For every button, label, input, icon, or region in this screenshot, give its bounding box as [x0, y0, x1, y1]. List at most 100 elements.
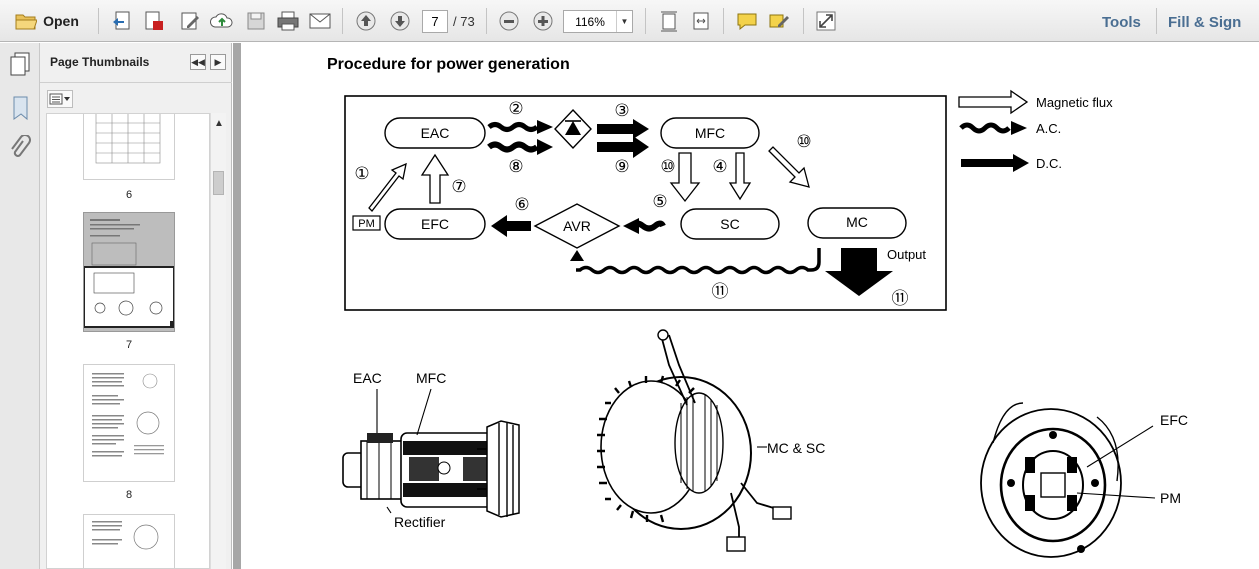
- efc-block-label: EFC: [421, 216, 449, 232]
- page-number-input[interactable]: 7: [422, 10, 448, 33]
- ac-flow-mc-to-avr: [576, 248, 821, 275]
- thumbnail-list: 6 7 8: [46, 113, 210, 569]
- label-rectifier: Rectifier: [394, 514, 446, 530]
- create-pdf-icon: [113, 11, 130, 30]
- separator: [803, 8, 804, 34]
- separator: [342, 8, 343, 34]
- legend-dc: D.C.: [1036, 156, 1062, 171]
- diode-symbol: [565, 121, 581, 135]
- page-down-icon: [390, 11, 410, 31]
- highlight-button[interactable]: [765, 8, 793, 34]
- page-thumbnails-panel: Page Thumbnails ◀◀ ▶ 6: [40, 43, 232, 569]
- fit-page-button[interactable]: [655, 8, 683, 34]
- zoom-in-button[interactable]: [529, 8, 557, 34]
- previous-page-button[interactable]: [352, 8, 380, 34]
- dc-flow-avr-to-efc: [491, 215, 531, 237]
- efc-block: [384, 208, 486, 240]
- step-3: ③: [614, 101, 629, 120]
- open-button[interactable]: Open: [8, 8, 86, 34]
- panel-splitter[interactable]: [233, 43, 241, 569]
- step-11-bottom: ⑪: [712, 282, 729, 301]
- flux-mfc-to-sc: [669, 152, 701, 203]
- step-2: ②: [508, 99, 523, 118]
- page-up-icon: [356, 11, 376, 31]
- step-10-left: ⑩: [660, 157, 675, 176]
- print-button[interactable]: [274, 8, 302, 34]
- email-button[interactable]: [306, 8, 334, 34]
- zoom-level-select[interactable]: 116%▼: [563, 10, 633, 33]
- export-pdf-icon: [145, 11, 163, 30]
- magnetic-flux-arrow-sample: [958, 89, 1029, 115]
- separator: [486, 8, 487, 34]
- main-toolbar: Open 7 / 73 116%▼ Tools Fill & Sign: [0, 0, 1259, 42]
- mc-block: [807, 207, 907, 239]
- folder-icon: [15, 14, 38, 30]
- mc-block-label: MC: [846, 214, 868, 230]
- label-eac: EAC: [353, 370, 382, 386]
- panel-options-arrow-button[interactable]: ▶: [210, 54, 226, 70]
- output-arrow: [825, 248, 893, 296]
- fill-sign-link[interactable]: Fill & Sign: [1168, 14, 1242, 31]
- edit-icon: [181, 12, 199, 30]
- page-9-preview: [92, 521, 159, 550]
- thumbnail-label: 8: [125, 489, 133, 501]
- comment-button[interactable]: [733, 8, 761, 34]
- pm-block: [352, 215, 381, 231]
- next-page-button[interactable]: [386, 8, 414, 34]
- step-5: ⑤: [652, 192, 667, 211]
- thumbnail-label: 6: [125, 189, 133, 201]
- chevron-down-icon: ▼: [616, 11, 632, 32]
- fit-page-icon: [661, 11, 677, 32]
- zoom-in-icon: [533, 11, 553, 31]
- thumbnail-scrollbar[interactable]: ▲: [210, 113, 226, 569]
- expand-button[interactable]: [812, 8, 840, 34]
- flux-mfc-to-sc-right: [728, 152, 752, 201]
- thumbnail-page-7[interactable]: [83, 212, 175, 332]
- tools-link[interactable]: Tools: [1102, 14, 1141, 31]
- collapse-panel-button[interactable]: ◀◀: [190, 54, 206, 70]
- print-icon: [277, 11, 299, 31]
- thumbnail-page-6[interactable]: [83, 114, 175, 180]
- thumbnail-page-9[interactable]: [83, 514, 175, 568]
- ac-arrow-sample: [959, 122, 1011, 134]
- attachments-nav-button[interactable]: [9, 134, 31, 168]
- export-pdf-button[interactable]: [140, 8, 168, 34]
- thumbnail-options-button[interactable]: [47, 90, 73, 108]
- label-mfc: MFC: [416, 370, 446, 386]
- scrollbar-thumb[interactable]: [213, 171, 224, 195]
- thumbnail-page-8[interactable]: [83, 364, 175, 482]
- save-button[interactable]: [242, 8, 270, 34]
- document-page: Procedure for power generation Magnetic …: [241, 43, 1259, 569]
- fit-width-button[interactable]: [687, 8, 715, 34]
- label-efc: EFC: [1160, 412, 1188, 428]
- scroll-up-icon[interactable]: ▲: [214, 118, 224, 129]
- step-4: ④: [712, 157, 727, 176]
- bookmark-icon: [13, 96, 28, 121]
- page-6-preview: [95, 114, 161, 164]
- upload-button[interactable]: [208, 8, 236, 34]
- separator: [98, 8, 99, 34]
- page-heading: Procedure for power generation: [327, 56, 570, 73]
- bookmarks-nav-button[interactable]: [10, 95, 30, 126]
- avr-block-label: AVR: [563, 218, 591, 234]
- edit-button[interactable]: [176, 8, 204, 34]
- create-pdf-button[interactable]: [108, 8, 136, 34]
- eac-block-label: EAC: [421, 125, 450, 141]
- pages-icon: [10, 52, 30, 76]
- page-total: / 73: [453, 14, 475, 29]
- diagram-legend: Magnetic flux A.C. D.C.: [958, 89, 1113, 172]
- ac-flow-eac-to-rectifier: [487, 122, 539, 132]
- save-icon: [247, 12, 265, 30]
- dc-flow-rectifier-to-mfc-lower: [597, 136, 649, 158]
- panel-title: Page Thumbnails: [50, 55, 150, 69]
- page-content: Procedure for power generation Magnetic …: [327, 56, 1188, 558]
- mfc-block-label: MFC: [695, 125, 725, 141]
- step-6: ⑥: [514, 195, 529, 214]
- page-thumbnails-nav-button[interactable]: [9, 51, 31, 82]
- stator-illustration: [597, 329, 792, 552]
- step-7: ⑦: [451, 177, 466, 196]
- paperclip-icon: [11, 134, 31, 157]
- options-menu-icon: [49, 93, 70, 105]
- zoom-out-button[interactable]: [495, 8, 523, 34]
- step-11-output: ⑪: [892, 289, 909, 308]
